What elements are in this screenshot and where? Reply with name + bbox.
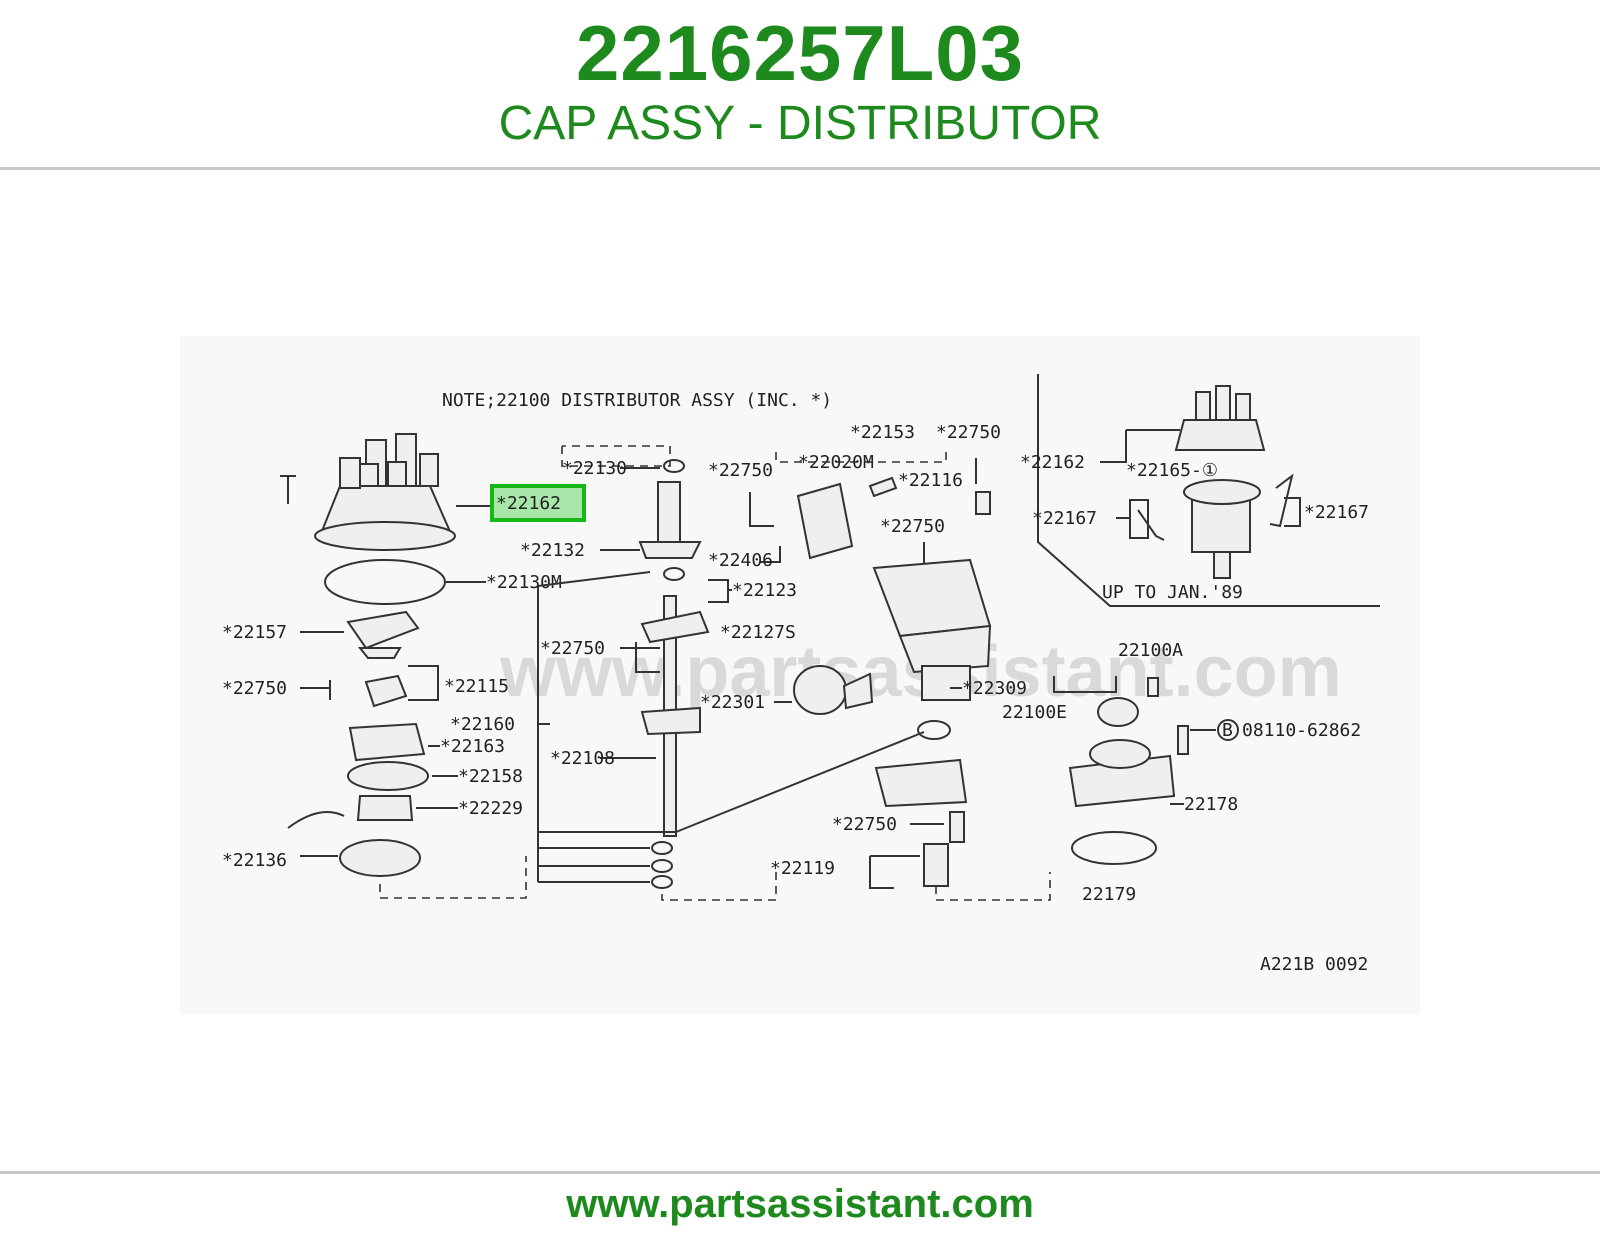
page-header: 2216257L03 CAP ASSY - DISTRIBUTOR [0, 0, 1600, 168]
label-22750-f[interactable]: *22750 [832, 814, 897, 835]
label-22750-e[interactable]: *22750 [880, 516, 945, 537]
distributor-cap-alt-drawing [1137, 385, 1294, 579]
label-22158[interactable]: *22158 [458, 766, 523, 787]
top-divider [0, 167, 1600, 170]
inset-divider [1037, 374, 1380, 607]
diagram-code: A221B 0092 [1260, 954, 1368, 975]
circled-b-marker [1217, 719, 1239, 741]
label-08110[interactable]: 08110-62862 [1242, 720, 1361, 741]
shaft-housing-drawing [638, 481, 710, 837]
label-22750-c[interactable]: *22750 [708, 460, 773, 481]
label-22162-highlighted[interactable]: *22162 [496, 493, 561, 514]
bottom-divider [0, 1171, 1600, 1174]
part-description: CAP ASSY - DISTRIBUTOR [498, 97, 1102, 150]
label-22127S[interactable]: *22127S [720, 622, 796, 643]
label-22167-b[interactable]: *22167 [1304, 502, 1369, 523]
part-number-title: 2216257L03 [575, 9, 1025, 97]
label-22750-d[interactable]: *22750 [936, 422, 1001, 443]
igniter-module-drawing [796, 476, 991, 560]
label-22406[interactable]: *22406 [708, 550, 773, 571]
housing-drawing [793, 558, 992, 808]
label-22116[interactable]: *22116 [898, 470, 963, 491]
parts-diagram: www.partsassistant.com NOTE;22100 DISTRI… [180, 336, 1420, 1014]
label-22153[interactable]: *22153 [850, 422, 915, 443]
label-22309[interactable]: *22309 [962, 678, 1027, 699]
label-22108[interactable]: *22108 [550, 748, 615, 769]
label-22130[interactable]: *22130 [562, 458, 627, 479]
rotor-drawing [346, 610, 420, 659]
label-22167-a[interactable]: *22167 [1032, 508, 1097, 529]
flange-drawing [1068, 725, 1189, 865]
label-up-to-jan-89: UP TO JAN.'89 [1102, 582, 1243, 603]
distributor-cap-drawing [280, 433, 456, 605]
label-22229[interactable]: *22229 [458, 798, 523, 819]
bracket-22020M [775, 452, 947, 463]
label-22132[interactable]: *22132 [520, 540, 585, 561]
diagram-note: NOTE;22100 DISTRIBUTOR ASSY (INC. *) [442, 390, 832, 411]
label-22123[interactable]: *22123 [732, 580, 797, 601]
label-22179[interactable]: 22179 [1082, 884, 1136, 905]
label-22119[interactable]: *22119 [770, 858, 835, 879]
label-22750-a[interactable]: *22750 [222, 678, 287, 699]
label-22163[interactable]: *22163 [440, 736, 505, 757]
label-22301[interactable]: *22301 [700, 692, 765, 713]
label-22115[interactable]: *22115 [444, 676, 509, 697]
highlight-box-22162 [490, 484, 586, 522]
bracket-22130 [561, 445, 671, 467]
label-22100A[interactable]: 22100A [1118, 640, 1183, 661]
label-22100E[interactable]: 22100E [1002, 702, 1067, 723]
label-08110-circle: B [1222, 720, 1233, 741]
label-22178[interactable]: 22178 [1184, 794, 1238, 815]
reluctor-drawing [339, 674, 429, 877]
label-22020M[interactable]: *22020M [798, 452, 874, 473]
diagram-canvas: www.partsassistant.com NOTE;22100 DISTRI… [222, 374, 1380, 975]
label-22160[interactable]: *22160 [450, 714, 515, 735]
label-22130M[interactable]: *22130M [486, 572, 562, 593]
label-22157[interactable]: *22157 [222, 622, 287, 643]
label-22750-b[interactable]: *22750 [540, 638, 605, 659]
label-22162-alt[interactable]: *22162 [1020, 452, 1085, 473]
footer-url-link[interactable]: www.partsassistant.com [566, 1182, 1034, 1226]
label-22165[interactable]: *22165-① [1126, 460, 1218, 481]
label-22136[interactable]: *22136 [222, 850, 287, 871]
